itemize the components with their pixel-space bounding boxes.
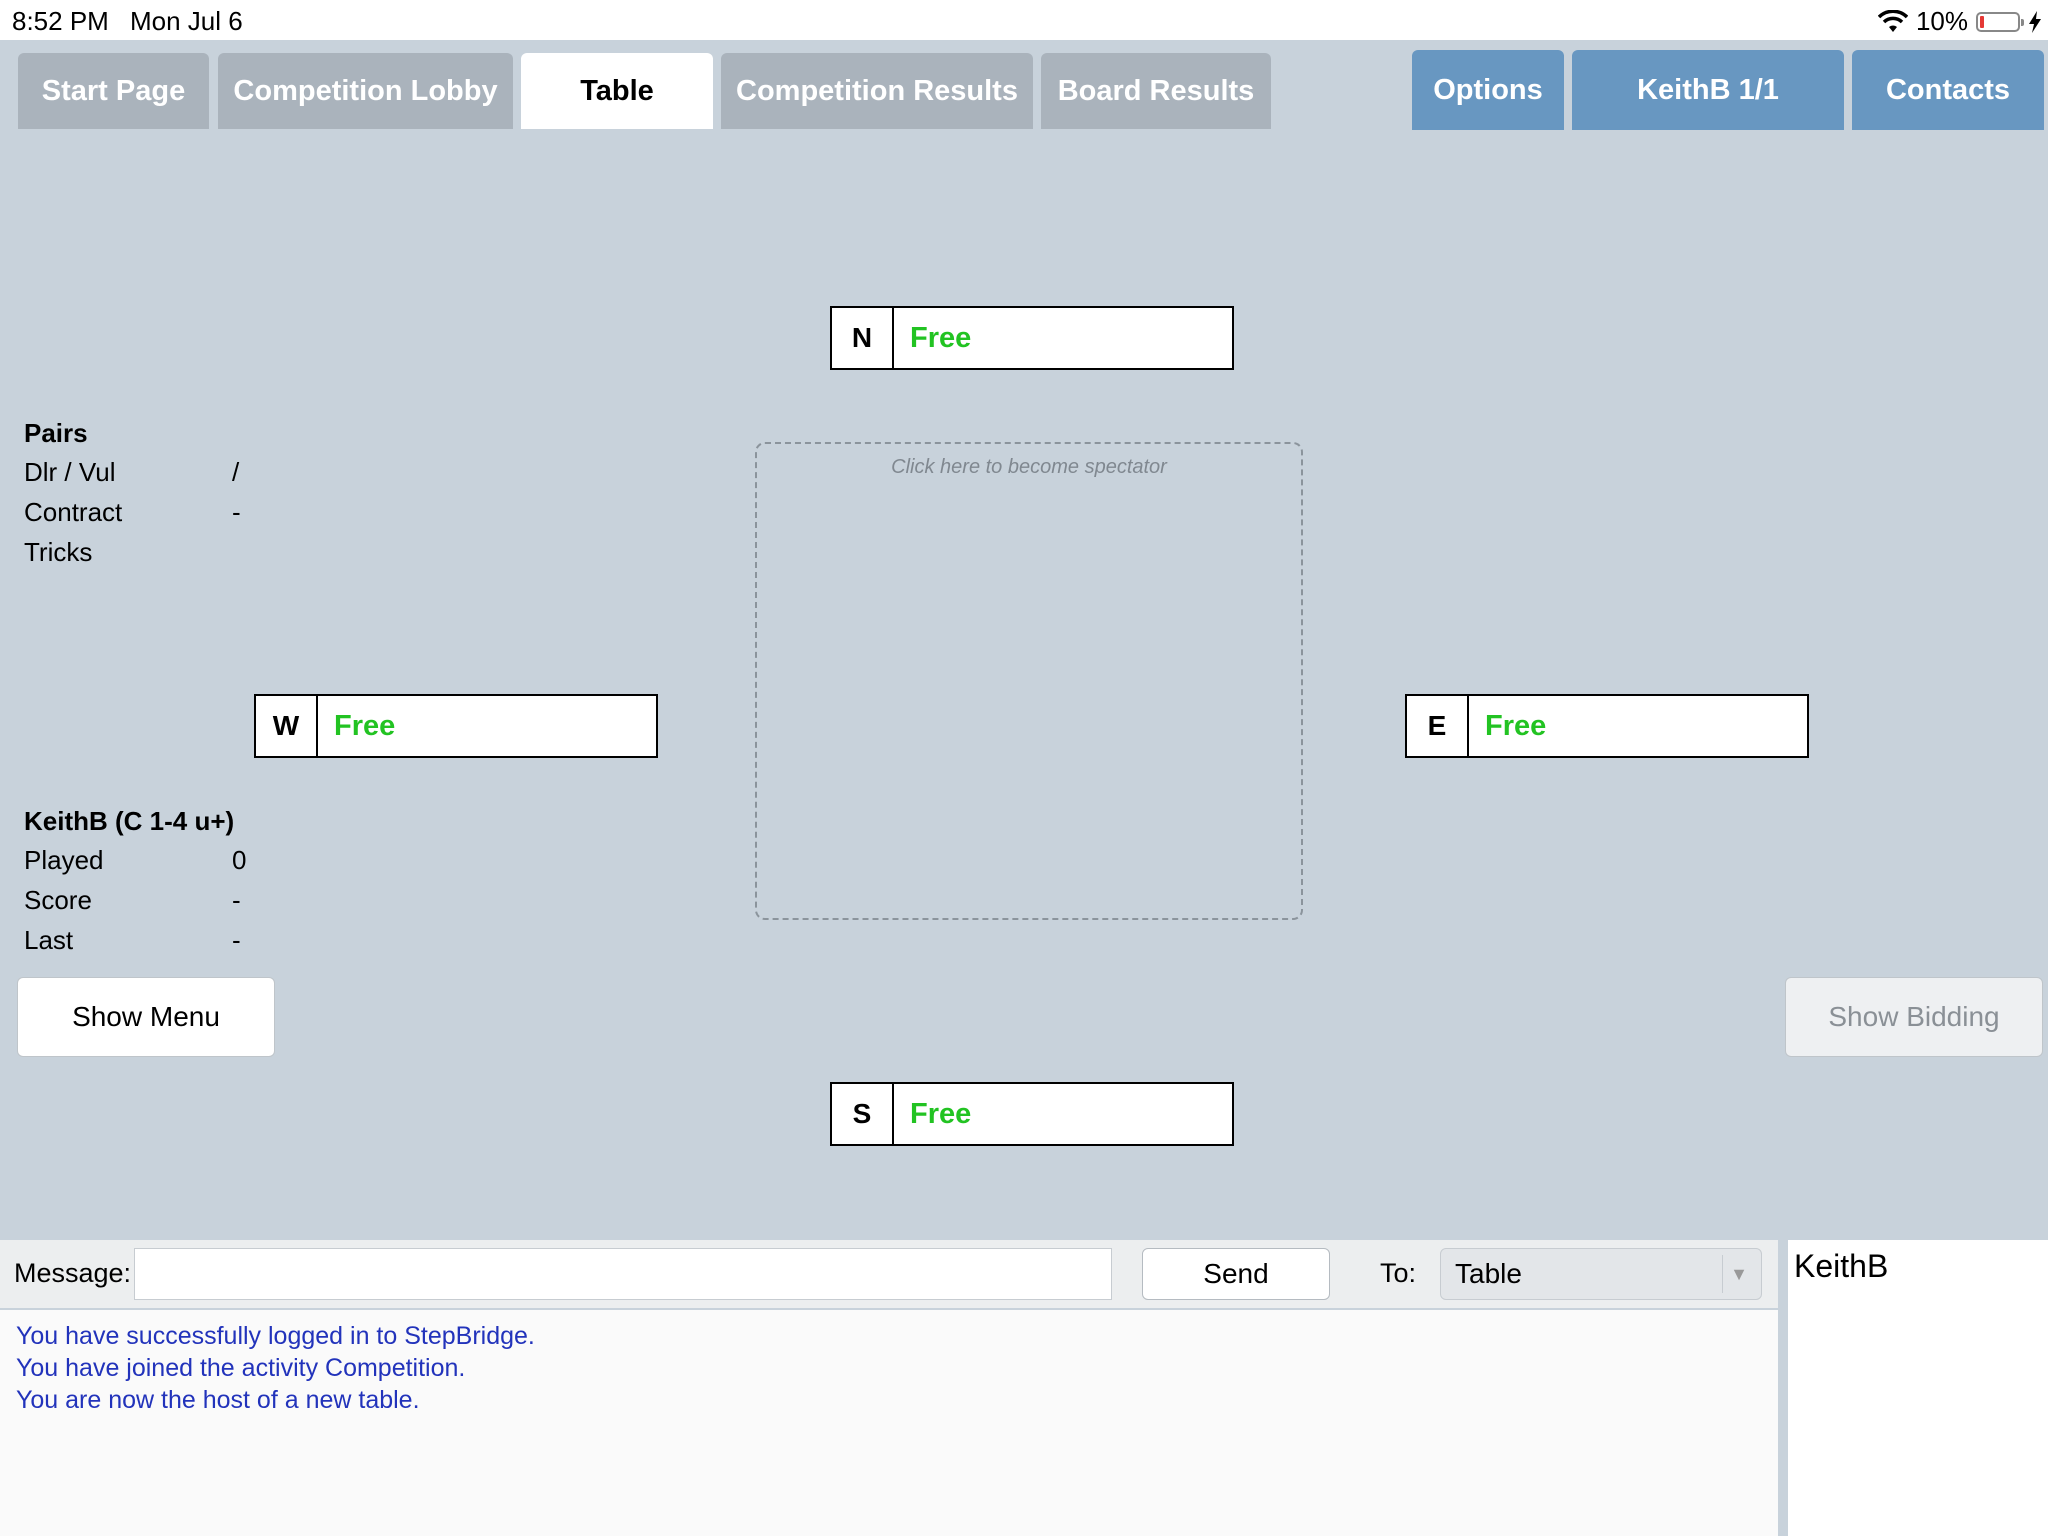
chat-log: You have successfully logged in to StepB… (0, 1310, 1778, 1536)
users-list: KeithB (1788, 1240, 2048, 1536)
info-row-dealer-vul: Dlr / Vul / (24, 457, 239, 497)
seat-direction-label: W (256, 696, 318, 756)
seat-direction-label: E (1407, 696, 1469, 756)
board-info-panel: Pairs Dlr / Vul / Contract - Tricks (24, 418, 241, 577)
info-value: 0 (232, 845, 247, 875)
seat-west[interactable]: W Free (254, 694, 658, 758)
battery-icon (1976, 11, 2024, 32)
chat-bar: Message: Send To: Table ▼ (0, 1240, 1778, 1308)
info-value: / (232, 457, 240, 487)
info-row-played: Played 0 (24, 845, 246, 885)
charging-bolt-icon (2029, 10, 2041, 33)
show-bidding-button[interactable]: Show Bidding (1785, 977, 2043, 1057)
board-info-title: Pairs (24, 418, 88, 448)
options-button[interactable]: Options (1412, 50, 1564, 130)
info-row-tricks: Tricks (24, 537, 122, 577)
seat-east[interactable]: E Free (1405, 694, 1809, 758)
spectator-hint: Click here to become spectator (891, 456, 1167, 478)
spectator-area[interactable]: Click here to become spectator (755, 442, 1303, 920)
log-message: You are now the host of a new table. (16, 1386, 420, 1414)
status-bar: 8:52 PM Mon Jul 6 10% (0, 0, 2048, 40)
seat-direction-label: N (832, 308, 894, 368)
recipient-select[interactable]: Table ▼ (1440, 1248, 1762, 1300)
tab-board-results[interactable]: Board Results (1041, 53, 1271, 129)
user-list-item[interactable]: KeithB (1794, 1248, 1889, 1284)
log-message: You have joined the activity Competition… (16, 1354, 466, 1382)
status-right: 10% (1877, 6, 2042, 37)
to-label: To: (1380, 1258, 1417, 1288)
info-value: - (232, 925, 241, 955)
contacts-button[interactable]: Contacts (1852, 50, 2044, 130)
message-label: Message: (14, 1258, 132, 1288)
seat-south[interactable]: S Free (830, 1082, 1234, 1146)
status-time: 8:52 PM (12, 6, 109, 36)
seat-player-name[interactable]: Free (1485, 709, 1547, 742)
seat-player-name[interactable]: Free (910, 1097, 972, 1130)
tab-table[interactable]: Table (521, 53, 713, 129)
seat-direction-label: S (832, 1084, 894, 1144)
player-info-panel: KeithB (C 1-4 u+) Played 0 Score - Last … (24, 806, 246, 965)
wifi-icon (1877, 9, 1908, 32)
tab-competition-results[interactable]: Competition Results (721, 53, 1033, 129)
message-input[interactable] (134, 1248, 1112, 1300)
chevron-down-icon[interactable]: ▼ (1722, 1255, 1755, 1293)
info-label: Score (24, 885, 92, 915)
seat-player-name[interactable]: Free (334, 709, 396, 742)
info-label: Dlr / Vul (24, 457, 116, 487)
player-info-title: KeithB (C 1-4 u+) (24, 806, 235, 836)
tab-competition-lobby[interactable]: Competition Lobby (218, 53, 513, 129)
info-label: Last (24, 925, 74, 955)
show-menu-button[interactable]: Show Menu (17, 977, 275, 1057)
info-value: - (232, 497, 241, 527)
tab-start-page[interactable]: Start Page (18, 53, 209, 129)
seat-north[interactable]: N Free (830, 306, 1234, 370)
log-message: You have successfully logged in to StepB… (16, 1322, 535, 1350)
status-date: Mon Jul 6 (130, 6, 243, 36)
seat-player-name[interactable]: Free (910, 321, 972, 354)
battery-percent: 10% (1915, 6, 1968, 36)
send-button[interactable]: Send (1142, 1248, 1330, 1300)
user-status-button[interactable]: KeithB 1/1 (1572, 50, 1844, 130)
recipient-select-value: Table (1455, 1258, 1522, 1289)
info-label: Played (24, 845, 104, 875)
info-row-score: Score - (24, 885, 241, 925)
info-value: - (232, 885, 241, 915)
info-label: Contract (24, 497, 123, 527)
info-label: Tricks (24, 537, 93, 567)
info-row-last: Last - (24, 925, 241, 965)
info-row-contract: Contract - (24, 497, 241, 537)
